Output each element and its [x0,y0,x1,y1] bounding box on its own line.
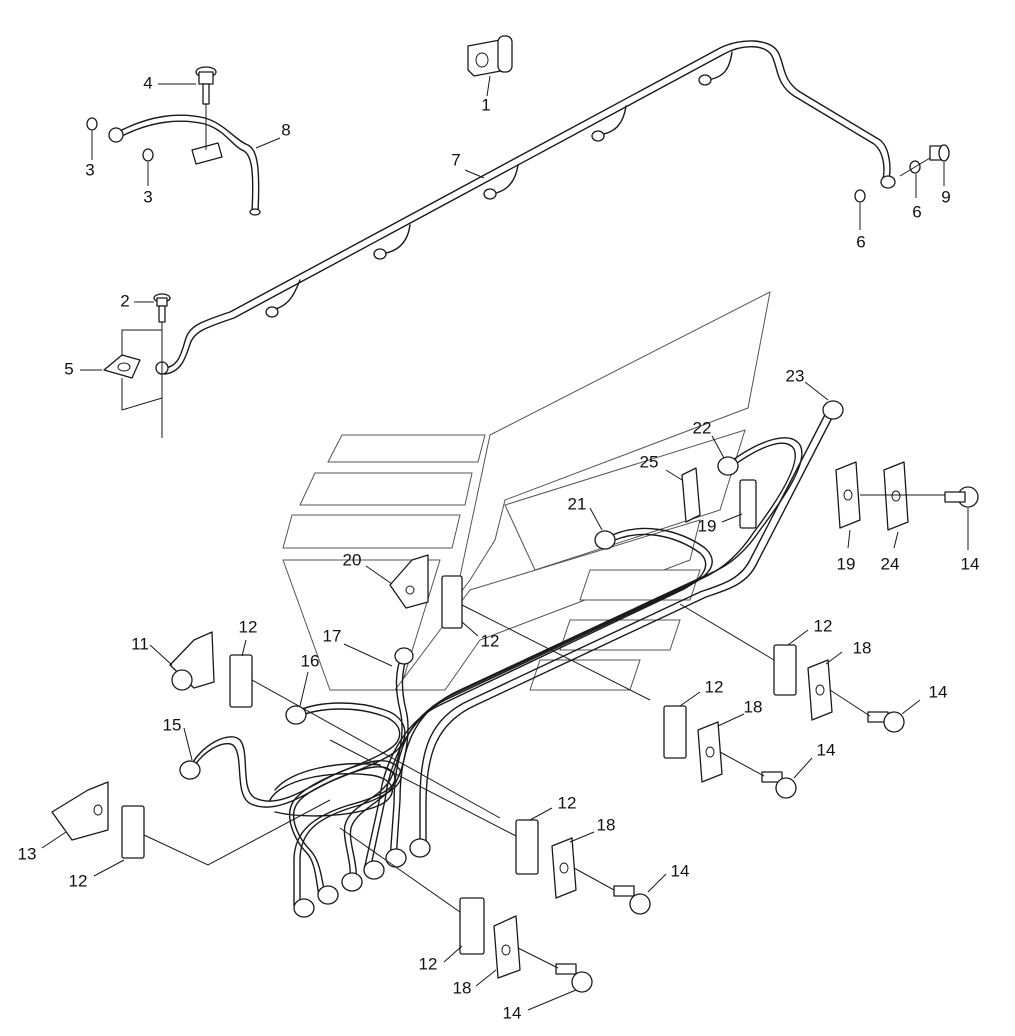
callout-19: 19 [698,516,717,535]
part-1-bracket [467,35,513,97]
callout-6: 6 [856,232,865,251]
callout-1: 1 [481,95,490,114]
callout-21: 21 [568,494,587,513]
callout-13: 13 [18,844,37,863]
callout-8: 8 [281,120,290,139]
callout-4: 4 [143,73,152,92]
pipe-leaders [183,643,393,761]
callout-12: 12 [419,954,438,973]
callout-labels: 1 4 3 3 8 7 9 6 6 2 5 23 22 25 21 19 19 … [18,73,980,1022]
callout-25: 25 [640,452,659,471]
callout-12: 12 [814,616,833,635]
callout-3: 3 [143,187,152,206]
injection-pipes-bundle [179,400,844,918]
callout-11: 11 [131,634,149,653]
clamp-20-12 [365,554,651,701]
callout-15: 15 [163,715,182,734]
callout-14: 14 [817,740,836,759]
callout-17: 17 [323,626,342,645]
callout-12: 12 [558,793,577,812]
callout-19: 19 [837,554,856,573]
callout-18: 18 [453,978,472,997]
callout-24: 24 [881,554,900,573]
callout-18: 18 [853,638,872,657]
parts-6-9-washers-bolt [854,144,950,230]
callout-12: 12 [239,617,258,636]
clamp-set-b [663,691,813,799]
parts-2-5-bolt-clip [80,293,171,438]
callout-9: 9 [941,187,950,206]
callout-12: 12 [69,871,88,890]
callout-18: 18 [597,815,616,834]
clamp-set-c [329,739,667,915]
callout-20: 20 [343,550,362,569]
callout-14: 14 [961,554,980,573]
clamp-13-12-left [41,781,331,877]
callout-6: 6 [912,202,921,221]
part-8-leakoff-pipe-assembly [86,66,281,216]
callout-7: 7 [451,150,460,169]
callout-14: 14 [929,682,948,701]
callout-14: 14 [671,861,690,880]
callout-18: 18 [744,697,763,716]
callout-14: 14 [503,1003,522,1022]
clamp-group-upper-right [589,381,979,550]
callout-22: 22 [693,418,712,437]
callout-3: 3 [85,160,94,179]
part-7-long-leakoff-pipe [155,40,896,375]
callout-12: 12 [481,631,500,650]
callout-2: 2 [120,291,129,310]
callout-23: 23 [786,366,805,385]
clamp-set-d [339,827,593,1011]
callout-5: 5 [64,359,73,378]
callout-12: 12 [705,677,724,696]
callout-16: 16 [301,651,320,670]
clamp-set-a [679,603,921,733]
clamp-11-12-left [149,631,501,819]
